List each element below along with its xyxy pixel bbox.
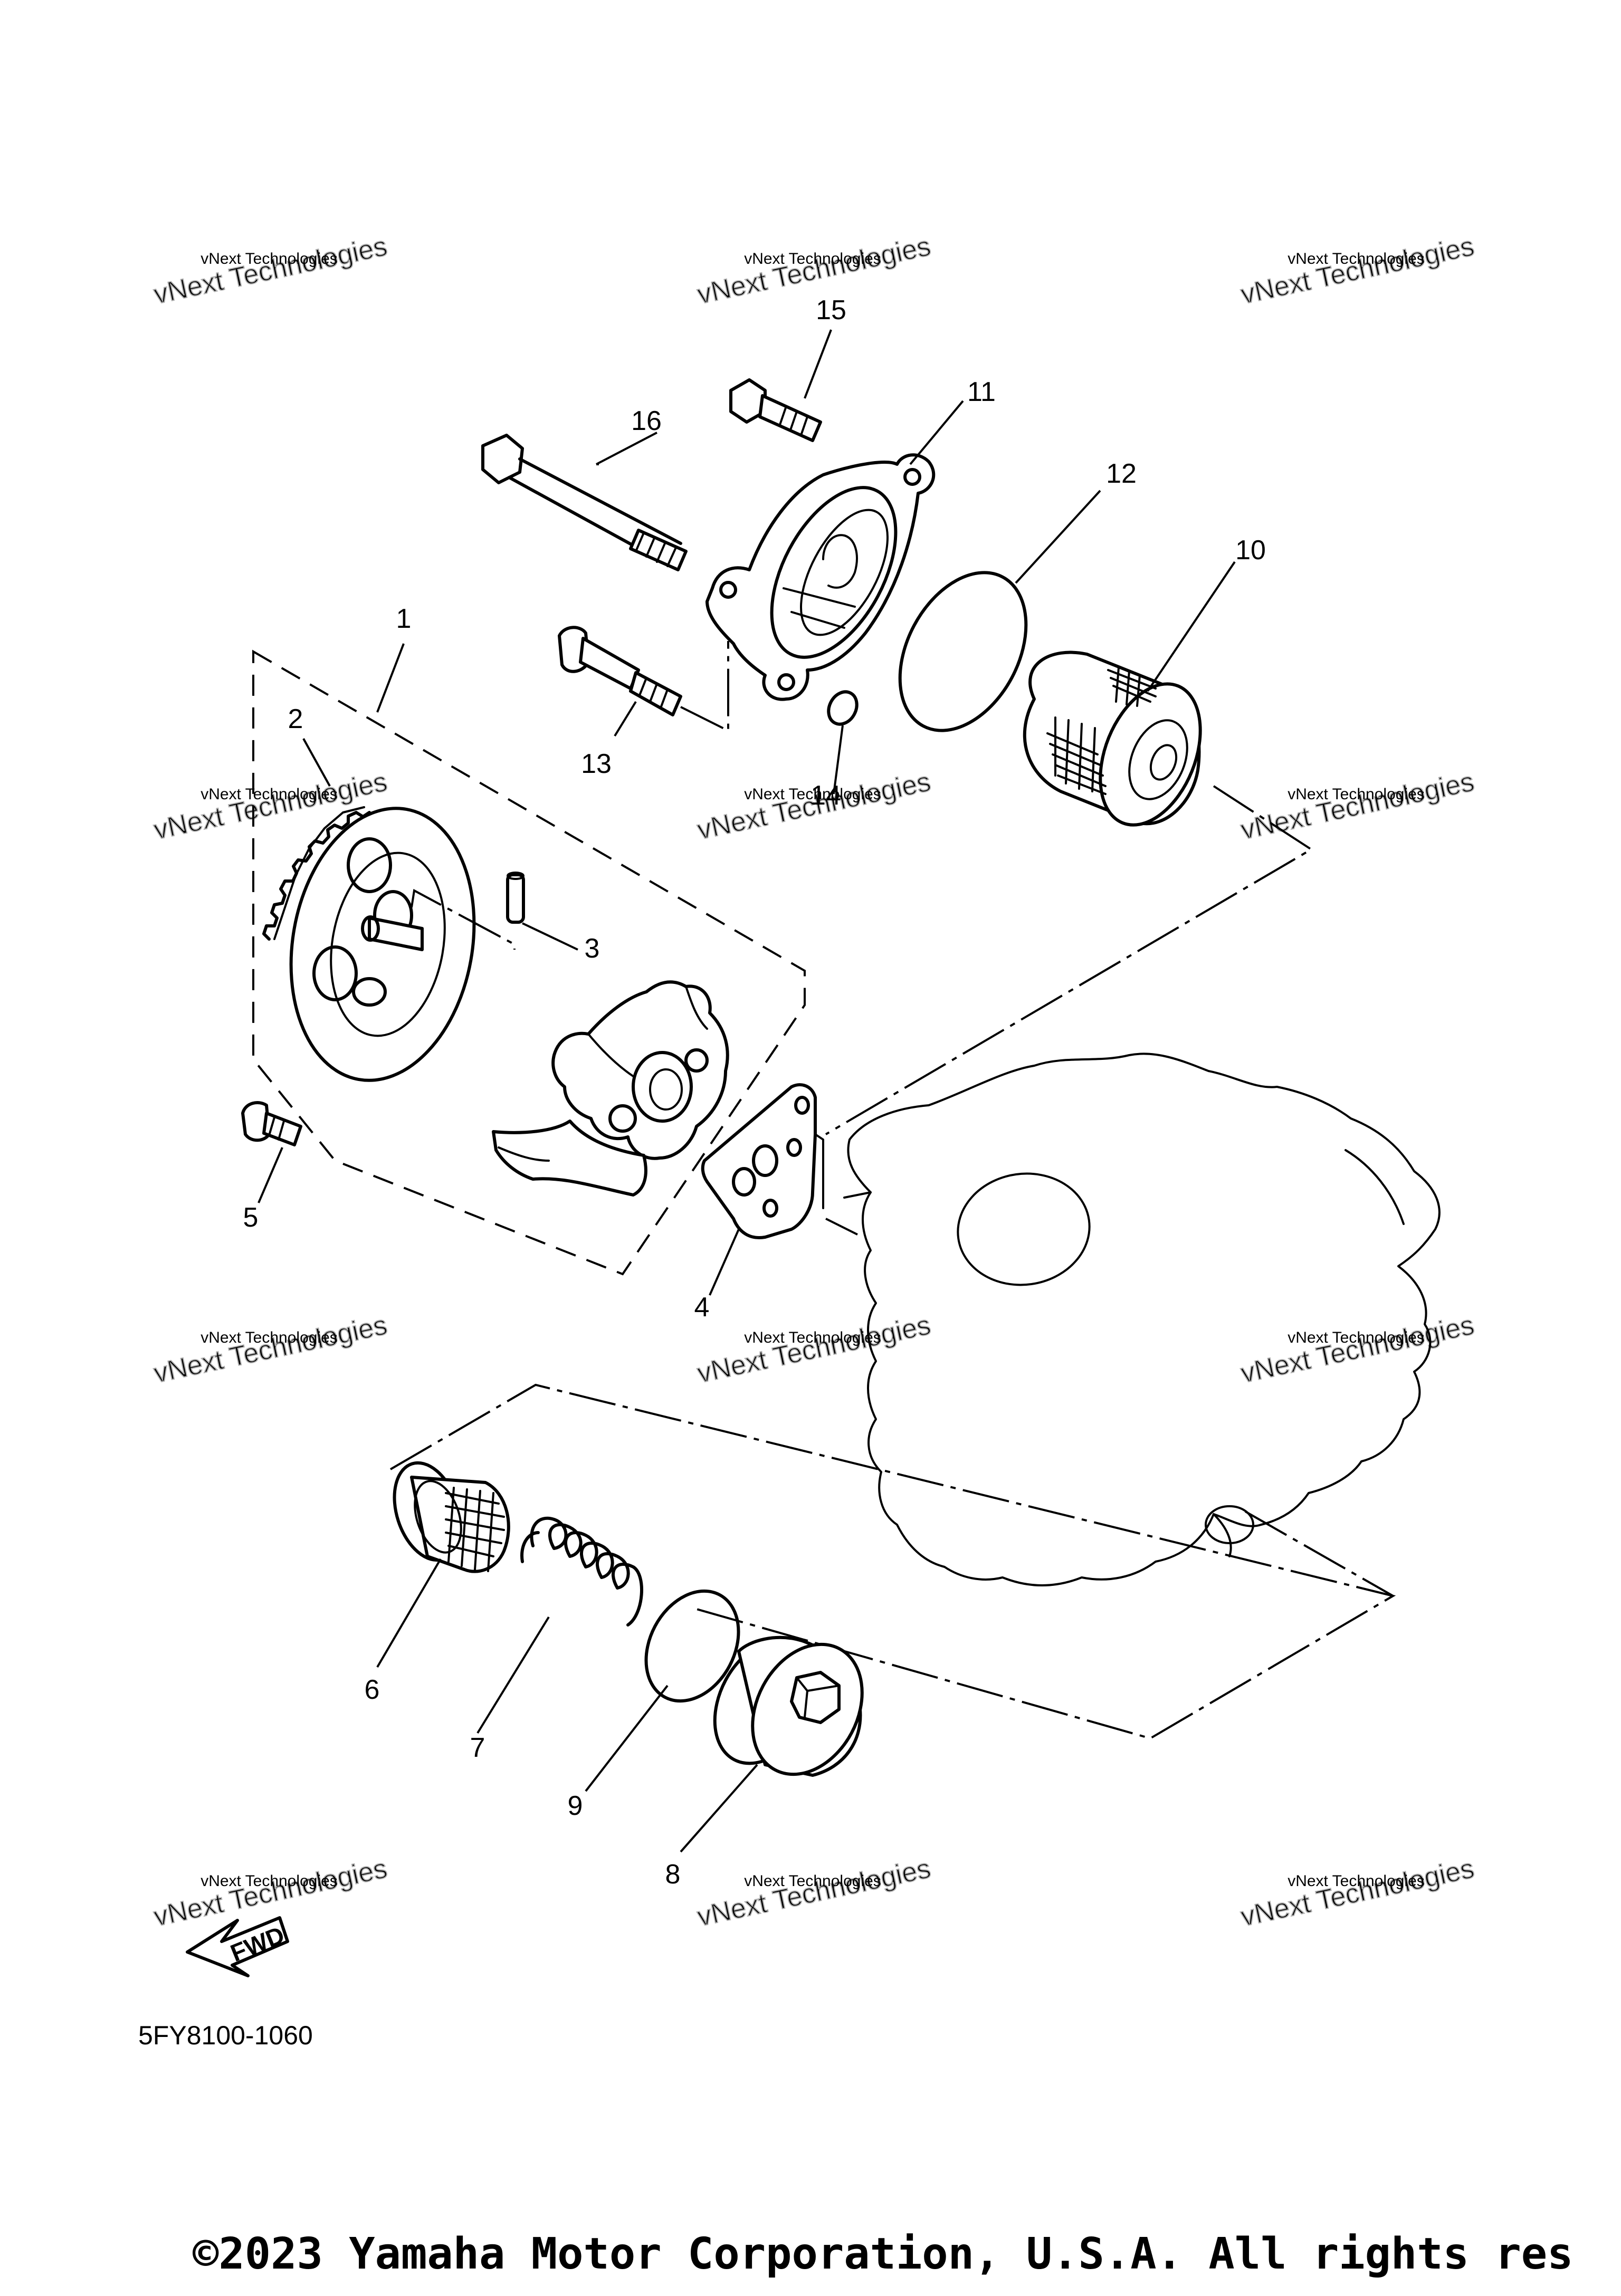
callout-6: 6 bbox=[365, 1675, 380, 1705]
part-14-small-o-ring bbox=[827, 690, 859, 726]
callout-11: 11 bbox=[967, 377, 996, 407]
part-10-oil-filter bbox=[1023, 650, 1202, 827]
part-9-o-ring bbox=[644, 1589, 740, 1703]
watermark-line1: vNext Technologies bbox=[201, 250, 338, 267]
reference-line-oilpump-to-case bbox=[825, 1218, 858, 1236]
watermark-line1: vNext Technologies bbox=[744, 250, 881, 267]
callout-16: 16 bbox=[631, 406, 662, 436]
reference-line-strainer-group bbox=[389, 1383, 1396, 1740]
watermark: vNext Technologies vNext Technologies bbox=[151, 1309, 390, 1390]
watermark-line2: vNext Technologies bbox=[1238, 767, 1477, 846]
watermark-line2: vNext Technologies bbox=[1238, 1310, 1477, 1389]
crankcase-outline bbox=[847, 1053, 1441, 1586]
part-7-spring bbox=[520, 1516, 643, 1627]
callout-2: 2 bbox=[288, 704, 303, 734]
part-15-bolt bbox=[729, 378, 822, 442]
part-6-strainer bbox=[393, 1461, 510, 1573]
watermark-line2: vNext Technologies bbox=[151, 1310, 390, 1389]
callout-9: 9 bbox=[568, 1791, 583, 1821]
watermark: vNext Technologies vNext Technologies bbox=[694, 1853, 934, 1933]
callout-15: 15 bbox=[816, 295, 846, 326]
oil-pump-assembly bbox=[492, 980, 729, 1197]
watermark-line1: vNext Technologies bbox=[201, 1872, 338, 1890]
callout-8: 8 bbox=[665, 1859, 681, 1890]
watermark-line1: vNext Technologies bbox=[1288, 1329, 1425, 1346]
callout-4: 4 bbox=[694, 1292, 710, 1323]
callout-1: 1 bbox=[396, 604, 412, 634]
watermark-line2: vNext Technologies bbox=[695, 231, 933, 310]
reference-line-drain-to-case bbox=[1245, 1510, 1394, 1597]
reference-line-filter-to-case bbox=[825, 785, 1313, 1135]
crankcase-bore bbox=[957, 1172, 1091, 1286]
watermark: vNext Technologies vNext Technologies bbox=[1238, 231, 1477, 311]
crankcase-detail bbox=[1213, 1513, 1232, 1557]
watermark: vNext Technologies vNext Technologies bbox=[151, 1853, 390, 1933]
part-16-long-bolt bbox=[481, 434, 688, 571]
watermark-line1: vNext Technologies bbox=[201, 786, 338, 803]
callout-12: 12 bbox=[1106, 458, 1137, 489]
watermark-line2: vNext Technologies bbox=[695, 1853, 933, 1933]
part-3-dowel-pin bbox=[411, 872, 525, 950]
crankcase-detail bbox=[843, 1191, 872, 1199]
watermark-line1: vNext Technologies bbox=[744, 786, 881, 803]
part-4-gasket bbox=[701, 1083, 824, 1239]
watermark-line1: vNext Technologies bbox=[1288, 1872, 1425, 1890]
watermark-line1: vNext Technologies bbox=[1288, 250, 1425, 267]
callout-labels: 1 2 3 4 5 6 7 8 9 10 11 12 13 14 15 16 bbox=[243, 295, 1266, 1890]
diagram-code: 5FY8100-1060 bbox=[138, 2021, 313, 2050]
callout-5: 5 bbox=[243, 1202, 259, 1233]
callout-7: 7 bbox=[470, 1733, 485, 1763]
crankcase-detail bbox=[1345, 1149, 1405, 1225]
watermark-line2: vNext Technologies bbox=[695, 1310, 933, 1389]
watermark: vNext Technologies vNext Technologies bbox=[1238, 1309, 1477, 1390]
part-8-drain-plug bbox=[713, 1635, 864, 1777]
part-5-screw bbox=[241, 1101, 302, 1146]
watermark-line2: vNext Technologies bbox=[1238, 1853, 1477, 1933]
watermark-line1: vNext Technologies bbox=[744, 1329, 881, 1346]
callout-3: 3 bbox=[585, 933, 600, 964]
part-13-shoulder-bolt bbox=[558, 626, 729, 733]
callout-10: 10 bbox=[1235, 535, 1266, 566]
part-11-filter-cover bbox=[705, 453, 936, 701]
watermark-line2: vNext Technologies bbox=[1238, 231, 1477, 310]
watermark-line1: vNext Technologies bbox=[201, 1329, 338, 1346]
copyright-notice: ©2023 Yamaha Motor Corporation, U.S.A. A… bbox=[193, 2229, 1574, 2279]
leader-lines bbox=[258, 329, 1236, 1853]
crankcase-drain-boss bbox=[1205, 1505, 1254, 1544]
watermark: vNext Technologies vNext Technologies bbox=[694, 1309, 934, 1390]
watermark: vNext Technologies vNext Technologies bbox=[1238, 1853, 1477, 1933]
watermark-line2: vNext Technologies bbox=[151, 231, 390, 310]
callout-13: 13 bbox=[581, 749, 612, 779]
callout-14: 14 bbox=[810, 780, 841, 811]
assembly-outline-1 bbox=[252, 649, 806, 1276]
fwd-arrow-icon: FWD bbox=[186, 1916, 289, 1977]
watermark: vNext Technologies vNext Technologies bbox=[1238, 766, 1477, 846]
watermark-line1: vNext Technologies bbox=[744, 1872, 881, 1890]
watermark: vNext Technologies vNext Technologies bbox=[151, 231, 390, 311]
part-12-o-ring bbox=[898, 571, 1028, 732]
watermark: vNext Technologies vNext Technologies bbox=[694, 231, 934, 311]
watermark-line1: vNext Technologies bbox=[1288, 786, 1425, 803]
part-2-drive-gear bbox=[262, 806, 476, 1082]
